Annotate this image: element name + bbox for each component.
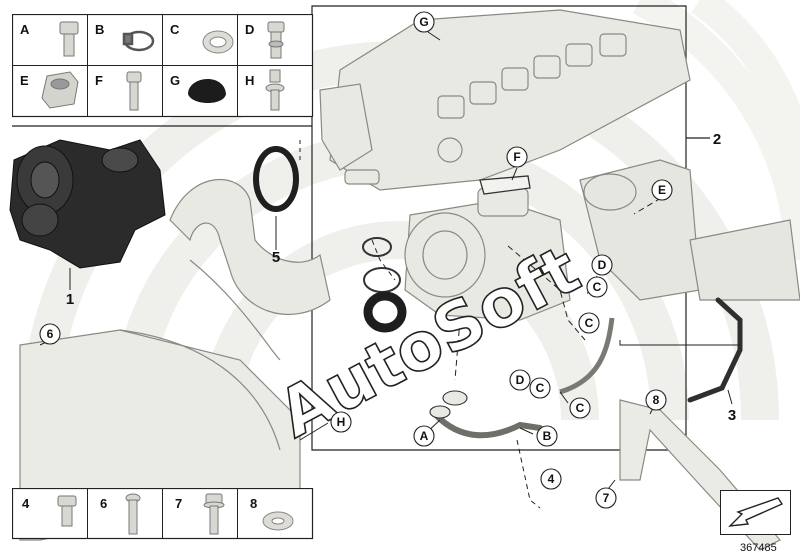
banjo-bolt-icon [267,21,285,59]
legend-bottom-grid: 4 6 7 8 [12,488,314,540]
direction-arrow-box [720,490,791,535]
seal-ring-icon [202,30,234,54]
callout-e-circle [651,179,673,201]
diagram-number: 367485 [740,542,777,554]
legend-cell-8-label: 8 [250,496,257,511]
callout-d1: D [598,258,607,272]
callout-7: 7 [603,491,610,505]
turbocharger-part [9,139,166,269]
legend-cell-g-label: G [170,73,180,88]
seal-ring-part [363,291,407,333]
callout-8: 8 [653,393,660,407]
legend-cell-7-label: 7 [175,496,182,511]
callout-a: A [420,429,429,443]
legend-cell-h-label: H [245,73,254,88]
callout-g: G [419,15,428,29]
callout-7-circle [595,487,617,509]
oil-return-pipe-part [433,412,543,439]
callout-8-circle [645,389,667,411]
callout-c2: C [585,316,594,330]
gasket-part [479,175,531,195]
callout-6: 6 [47,327,54,341]
stud-bolt-icon [126,71,142,111]
long-bolt-icon [125,493,141,535]
turbo-assembly-part [404,187,571,321]
callout-c1: C [593,280,602,294]
part-number-5: 5 [272,249,280,266]
collar-bolt-icon [203,493,225,535]
washer-icon [262,511,294,531]
callout-c4-circle [569,397,591,419]
callout-6-circle [39,323,61,345]
callout-e: E [658,183,666,197]
cylinder-head-part [319,9,691,191]
hex-nut-icon [41,71,79,109]
callout-f: F [513,150,520,164]
heat-shield-part [19,329,301,541]
callout-a-circle [413,425,435,447]
callout-b: B [543,429,552,443]
hex-bolt-icon [59,21,79,57]
callout-d2: D [516,373,525,387]
callout-c4: C [576,401,585,415]
callout-h-circle [330,411,352,433]
hose-clamp-icon [122,30,155,52]
callout-h: H [337,415,346,429]
part-number-3: 3 [728,407,736,424]
cap-icon [188,78,226,103]
legend-cell-4-label: 4 [22,496,30,511]
callout-c3-circle [529,377,551,399]
callout-c3: C [536,381,545,395]
legend-cell-c-label: C [170,22,180,37]
gasket-5-part [253,146,299,212]
legend-cell-f-label: F [95,73,103,88]
part-number-2: 2 [713,131,721,148]
callout-b-circle [536,425,558,447]
callout-d2-circle [509,369,531,391]
callout-g-circle [413,11,435,33]
oil-feed-pipe-part [559,317,615,395]
callout-c2-circle [578,312,600,334]
callout-4-circle [540,468,562,490]
hex-bolt-icon [57,495,77,527]
legend-cell-e-label: E [20,73,29,88]
callout-c1-circle [586,276,608,298]
legend-cell-b-label: B [95,22,104,37]
part-number-1: 1 [66,291,74,308]
bleed-screw-icon [265,69,285,111]
oil-line-3-part [687,297,743,403]
legend-cell-a-label: A [20,22,30,37]
callout-d1-circle [591,254,613,276]
direction-arrow-icon [728,497,784,527]
charge-pipe-part [169,178,331,361]
legend-cell-d-label: D [245,22,254,37]
legend-cell-6-label: 6 [100,496,107,511]
callout-4: 4 [548,472,555,486]
callout-f-circle [506,146,528,168]
legend-top-grid: A B C D E F G H [12,14,314,118]
